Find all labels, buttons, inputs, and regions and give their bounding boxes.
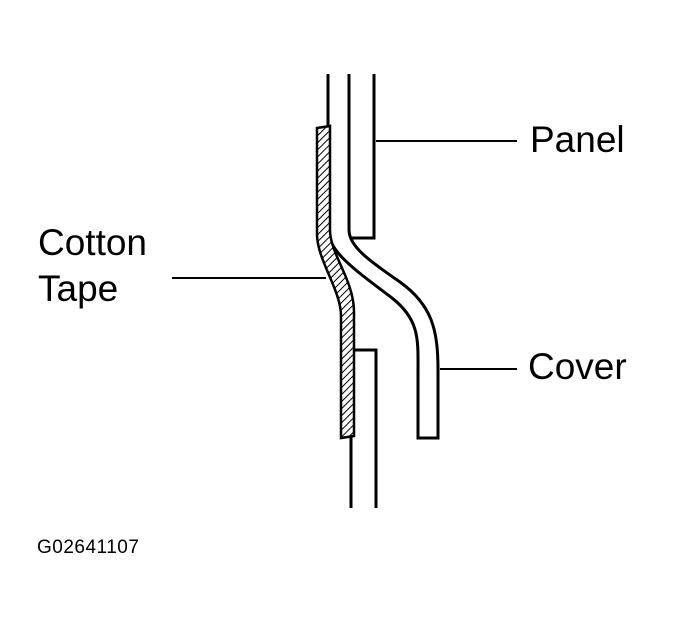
cotton-tape-label-line2: Tape — [38, 268, 119, 309]
cover-strip — [326, 74, 440, 440]
cotton-tape-label: Cotton Tape — [38, 220, 147, 312]
cover-label: Cover — [528, 346, 627, 387]
figure-id: G02641107 — [37, 537, 140, 558]
panel-upper — [347, 74, 376, 240]
cotton-tape-label-line1: Cotton — [38, 222, 148, 263]
cotton-tape — [315, 124, 356, 440]
panel-label: Panel — [530, 119, 625, 160]
